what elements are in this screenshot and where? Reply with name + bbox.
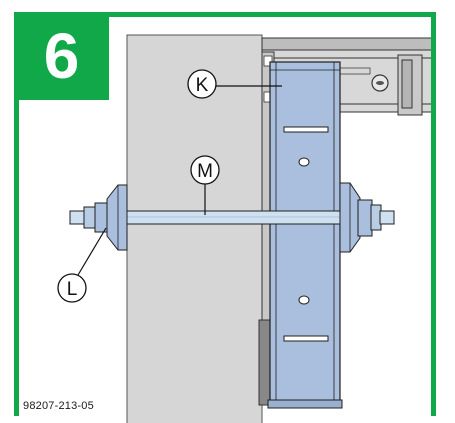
left-fastener [69, 184, 128, 251]
callout-l-label: L [67, 279, 78, 300]
blue-column [267, 61, 343, 409]
callout-m-label: M [197, 161, 213, 182]
callout-k-label: K [196, 75, 209, 96]
right-fastener [339, 182, 395, 253]
step-frame [14, 12, 436, 416]
step-number-badge: 6 [14, 12, 109, 100]
callout-l: L [57, 227, 107, 303]
callout-k: K [187, 69, 282, 99]
document-id: 98207-213-05 [23, 400, 94, 412]
callout-m: M [190, 155, 220, 215]
